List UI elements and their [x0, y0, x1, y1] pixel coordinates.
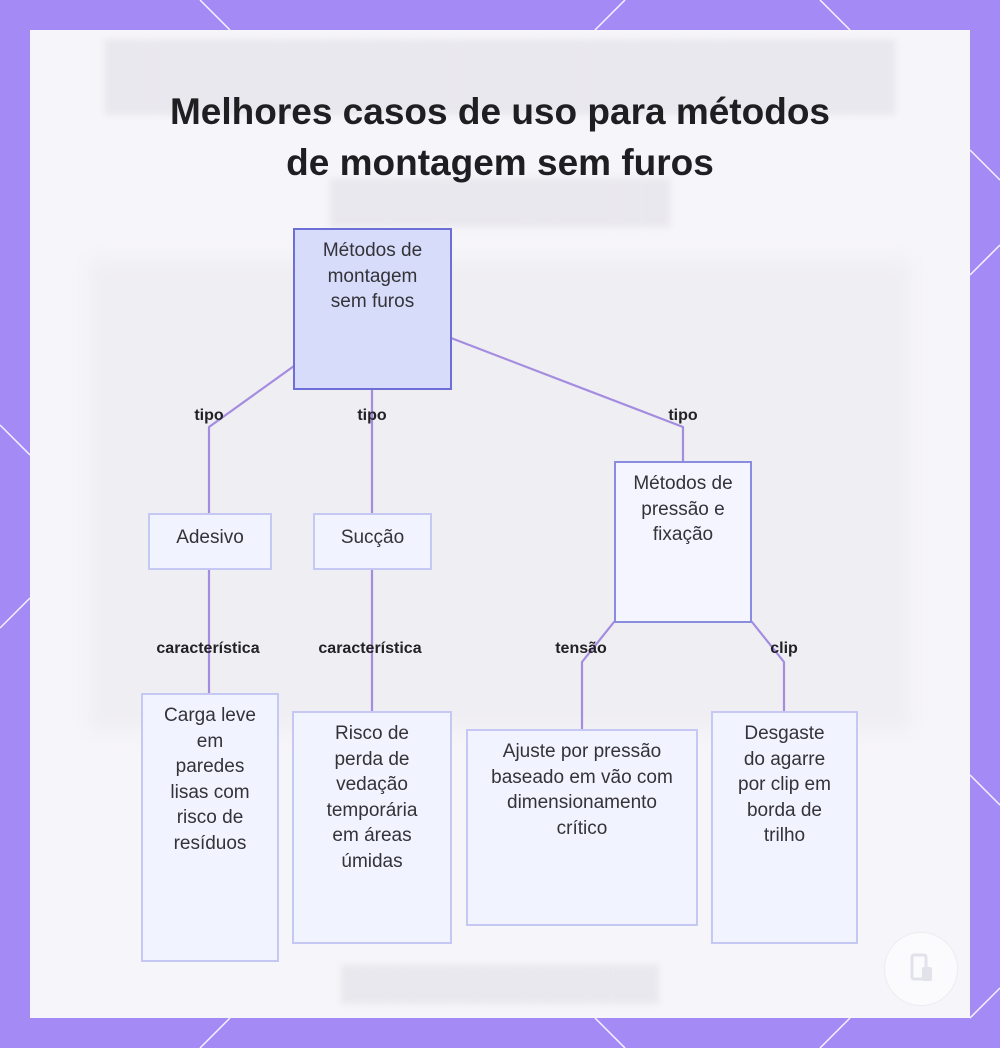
edge-label-root-succao: tipo [357, 406, 386, 426]
node-carga-leve: Carga leve em paredes lisas com risco de… [141, 693, 279, 962]
node-pressao-fixacao: Métodos de pressão e fixação [614, 461, 752, 623]
node-ajuste-pressao: Ajuste por pressão baseado em vão com di… [466, 729, 698, 926]
node-risco-vedacao: Risco de perda de vedação temporária em … [292, 711, 452, 944]
node-root: Métodos de montagem sem furos [293, 228, 452, 390]
brand-logo [884, 932, 958, 1006]
edge-label-succao-risco: característica [318, 639, 421, 659]
edge-label-pressao-ajuste: tensão [555, 639, 607, 659]
edge-root-adesivo [209, 366, 294, 513]
edge-root-pressao [451, 338, 683, 461]
brand-logo-icon [885, 933, 957, 1005]
edge-label-root-pressao: tipo [668, 406, 697, 426]
node-desgaste-agarre: Desgaste do agarre por clip em borda de … [711, 711, 858, 944]
node-succao: Sucção [313, 513, 432, 570]
edge-label-root-adesivo: tipo [194, 406, 223, 426]
edge-pressao-desgaste [752, 622, 784, 711]
edge-label-adesivo-carga: característica [156, 639, 259, 659]
node-adesivo: Adesivo [148, 513, 272, 570]
edge-label-pressao-desgaste: clip [770, 639, 798, 659]
